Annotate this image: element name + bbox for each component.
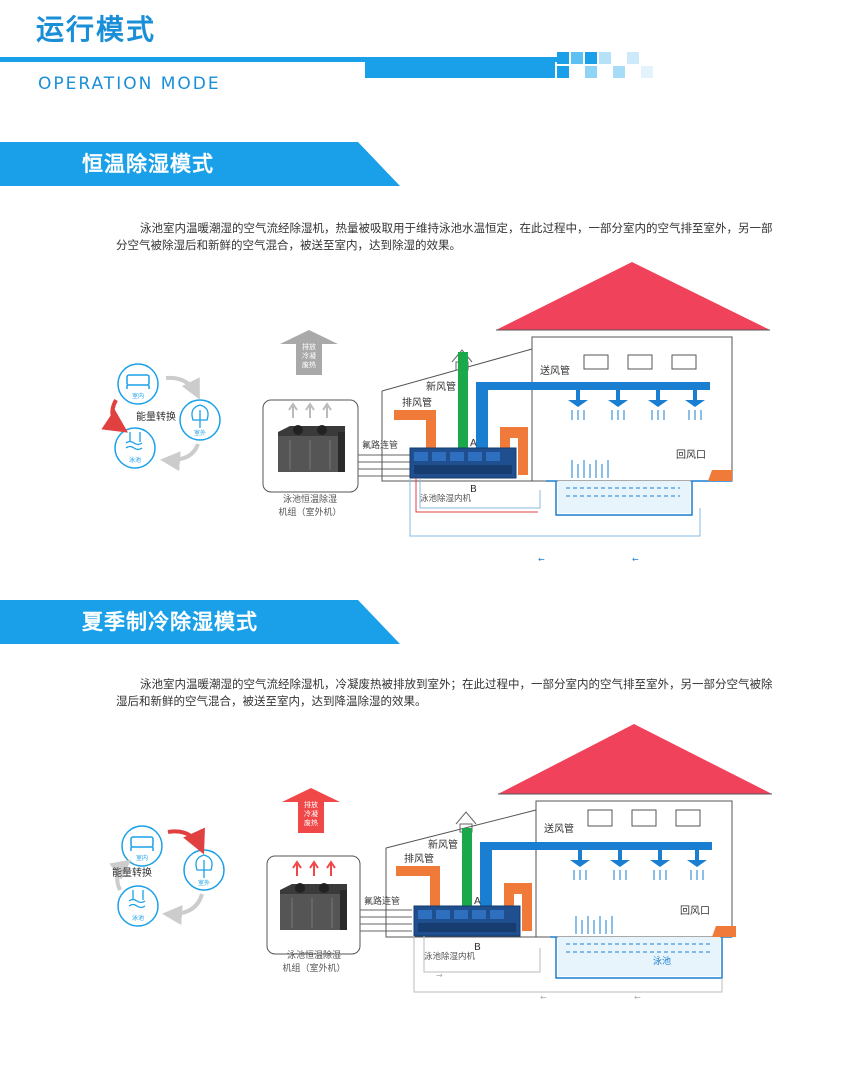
exhaust-label-1: 排放 <box>304 800 318 809</box>
exhaust-label-1: 排放 <box>302 342 316 351</box>
pool-icon: 泳池 <box>117 885 159 927</box>
pool-icon: 泳池 <box>114 427 156 469</box>
svg-text:→: → <box>436 971 443 980</box>
return-label: 回风口 <box>676 449 706 461</box>
refrigerant-label: 氟路连管 <box>364 895 400 907</box>
pool <box>550 916 732 979</box>
svg-text:←: ← <box>540 993 547 1002</box>
exhaust-pipe-label: 排风管 <box>402 396 432 409</box>
svg-text:室内: 室内 <box>132 392 144 400</box>
supply-diffusers <box>570 850 707 867</box>
exhaust-label-2: 冷凝 <box>304 809 318 818</box>
outdoor-tree-icon: 室外 <box>183 849 225 891</box>
return-pipe <box>504 883 532 931</box>
svg-text:←: ← <box>634 993 641 1002</box>
exhaust-pipe <box>394 410 436 450</box>
header-bar <box>365 62 555 78</box>
indoor-icon: 室内 <box>117 363 159 405</box>
return-pipe <box>500 427 528 475</box>
outdoor-tree-icon: 室外 <box>179 399 221 441</box>
return-grille <box>712 926 736 937</box>
indoor-unit <box>409 447 517 479</box>
section-1-description: 泳池室内温暖潮湿的空气流经除湿机，热量被吸取用于维持泳池水温恒定，在此过程中，一… <box>116 221 773 252</box>
fresh-air-label: 新风管 <box>428 838 458 851</box>
point-b: B <box>470 484 477 495</box>
point-a: A <box>470 438 477 449</box>
exhaust-label-3: 废热 <box>304 818 318 827</box>
exhaust-pipe-label: 排风管 <box>404 852 434 865</box>
fresh-air-label: 新风管 <box>426 380 456 393</box>
point-a: A <box>474 896 481 907</box>
energy-arrow-red <box>101 399 128 433</box>
energy-arrow-red <box>167 827 205 855</box>
supply-airflow <box>571 410 702 420</box>
outdoor-unit-airflow <box>288 402 332 418</box>
section-1-diagram: 排放 冷凝 废热 室内 泳池 室外 能量转换 <box>0 260 860 570</box>
svg-text:←: ← <box>538 555 545 564</box>
house <box>381 262 770 482</box>
energy-arrow-gray-1 <box>109 859 132 891</box>
outdoor-unit-airflow <box>292 860 336 876</box>
water-flow-arrows: ←← <box>538 555 639 564</box>
supply-diffusers <box>568 390 705 407</box>
section-2-description: 泳池室内温暖潮湿的空气流经除湿机，冷凝废热被排放到室外；在此过程中，一部分室内的… <box>116 677 773 708</box>
energy-arrow-gray-2 <box>160 443 200 472</box>
outdoor-unit <box>278 425 345 472</box>
outdoor-unit-label-2: 机组（室外机） <box>282 962 345 974</box>
house <box>385 724 772 938</box>
fresh-air-pipe <box>462 828 472 906</box>
return-grille <box>708 470 732 481</box>
supply-airflow <box>573 870 704 880</box>
supply-pipe <box>480 842 712 906</box>
svg-text:室外: 室外 <box>198 879 210 887</box>
exhaust-arrow <box>282 788 340 833</box>
page-subtitle: OPERATION MODE <box>38 74 221 94</box>
header-line <box>0 57 560 62</box>
return-label: 回风口 <box>680 905 710 917</box>
section-2-title: 夏季制冷除湿模式 <box>82 610 258 634</box>
section-1-banner: 恒温除湿模式 <box>0 142 400 186</box>
page-title: 运行模式 <box>36 13 157 46</box>
supply-label: 送风管 <box>544 822 574 835</box>
outdoor-unit <box>280 883 347 930</box>
section-2-banner: 夏季制冷除湿模式 <box>0 600 400 644</box>
supply-label: 送风管 <box>540 364 570 377</box>
pool-label: 泳池 <box>653 955 671 967</box>
exhaust-pipe <box>396 866 440 906</box>
svg-text:室外: 室外 <box>194 429 206 437</box>
refrigerant-lines <box>358 454 410 477</box>
supply-pipe <box>476 382 710 450</box>
pool <box>546 460 732 516</box>
water-flow-arrows: ← ← → <box>436 971 641 1002</box>
svg-text:泳池: 泳池 <box>129 456 141 464</box>
fresh-air-pipe <box>458 352 468 450</box>
energy-arrow-gray-1 <box>165 375 200 400</box>
point-b: B <box>474 942 481 953</box>
indoor-unit-label: 泳池除湿内机 <box>420 493 472 504</box>
exhaust-arrow <box>280 330 338 375</box>
energy-label: 能量转换 <box>112 866 152 879</box>
header-squares <box>555 52 665 82</box>
indoor-icon: 室内 <box>121 825 163 867</box>
section-2-diagram: 排放 冷凝 废热 室内 泳池 室外 能量转换 <box>0 720 860 1040</box>
refrigerant-label: 氟路连管 <box>362 439 398 451</box>
svg-text:泳池: 泳池 <box>132 914 144 922</box>
outdoor-unit-label-2: 机组（室外机） <box>278 506 341 518</box>
exhaust-label-3: 废热 <box>302 360 316 369</box>
water-loop <box>409 478 701 537</box>
hot-water-line <box>415 478 538 513</box>
water-loop <box>413 936 723 993</box>
outdoor-unit-label-1: 泳池恒温除湿 <box>283 493 337 505</box>
svg-text:室内: 室内 <box>136 854 148 862</box>
indoor-unit <box>413 905 521 937</box>
section-1-title: 恒温除湿模式 <box>82 152 214 176</box>
energy-label: 能量转换 <box>136 410 176 423</box>
svg-text:←: ← <box>632 555 639 564</box>
energy-arrow-gray-2 <box>162 893 204 926</box>
exhaust-label-2: 冷凝 <box>302 351 316 360</box>
indoor-unit-label: 泳池除湿内机 <box>424 951 476 962</box>
outdoor-unit-label-1: 泳池恒温除湿 <box>287 949 341 961</box>
